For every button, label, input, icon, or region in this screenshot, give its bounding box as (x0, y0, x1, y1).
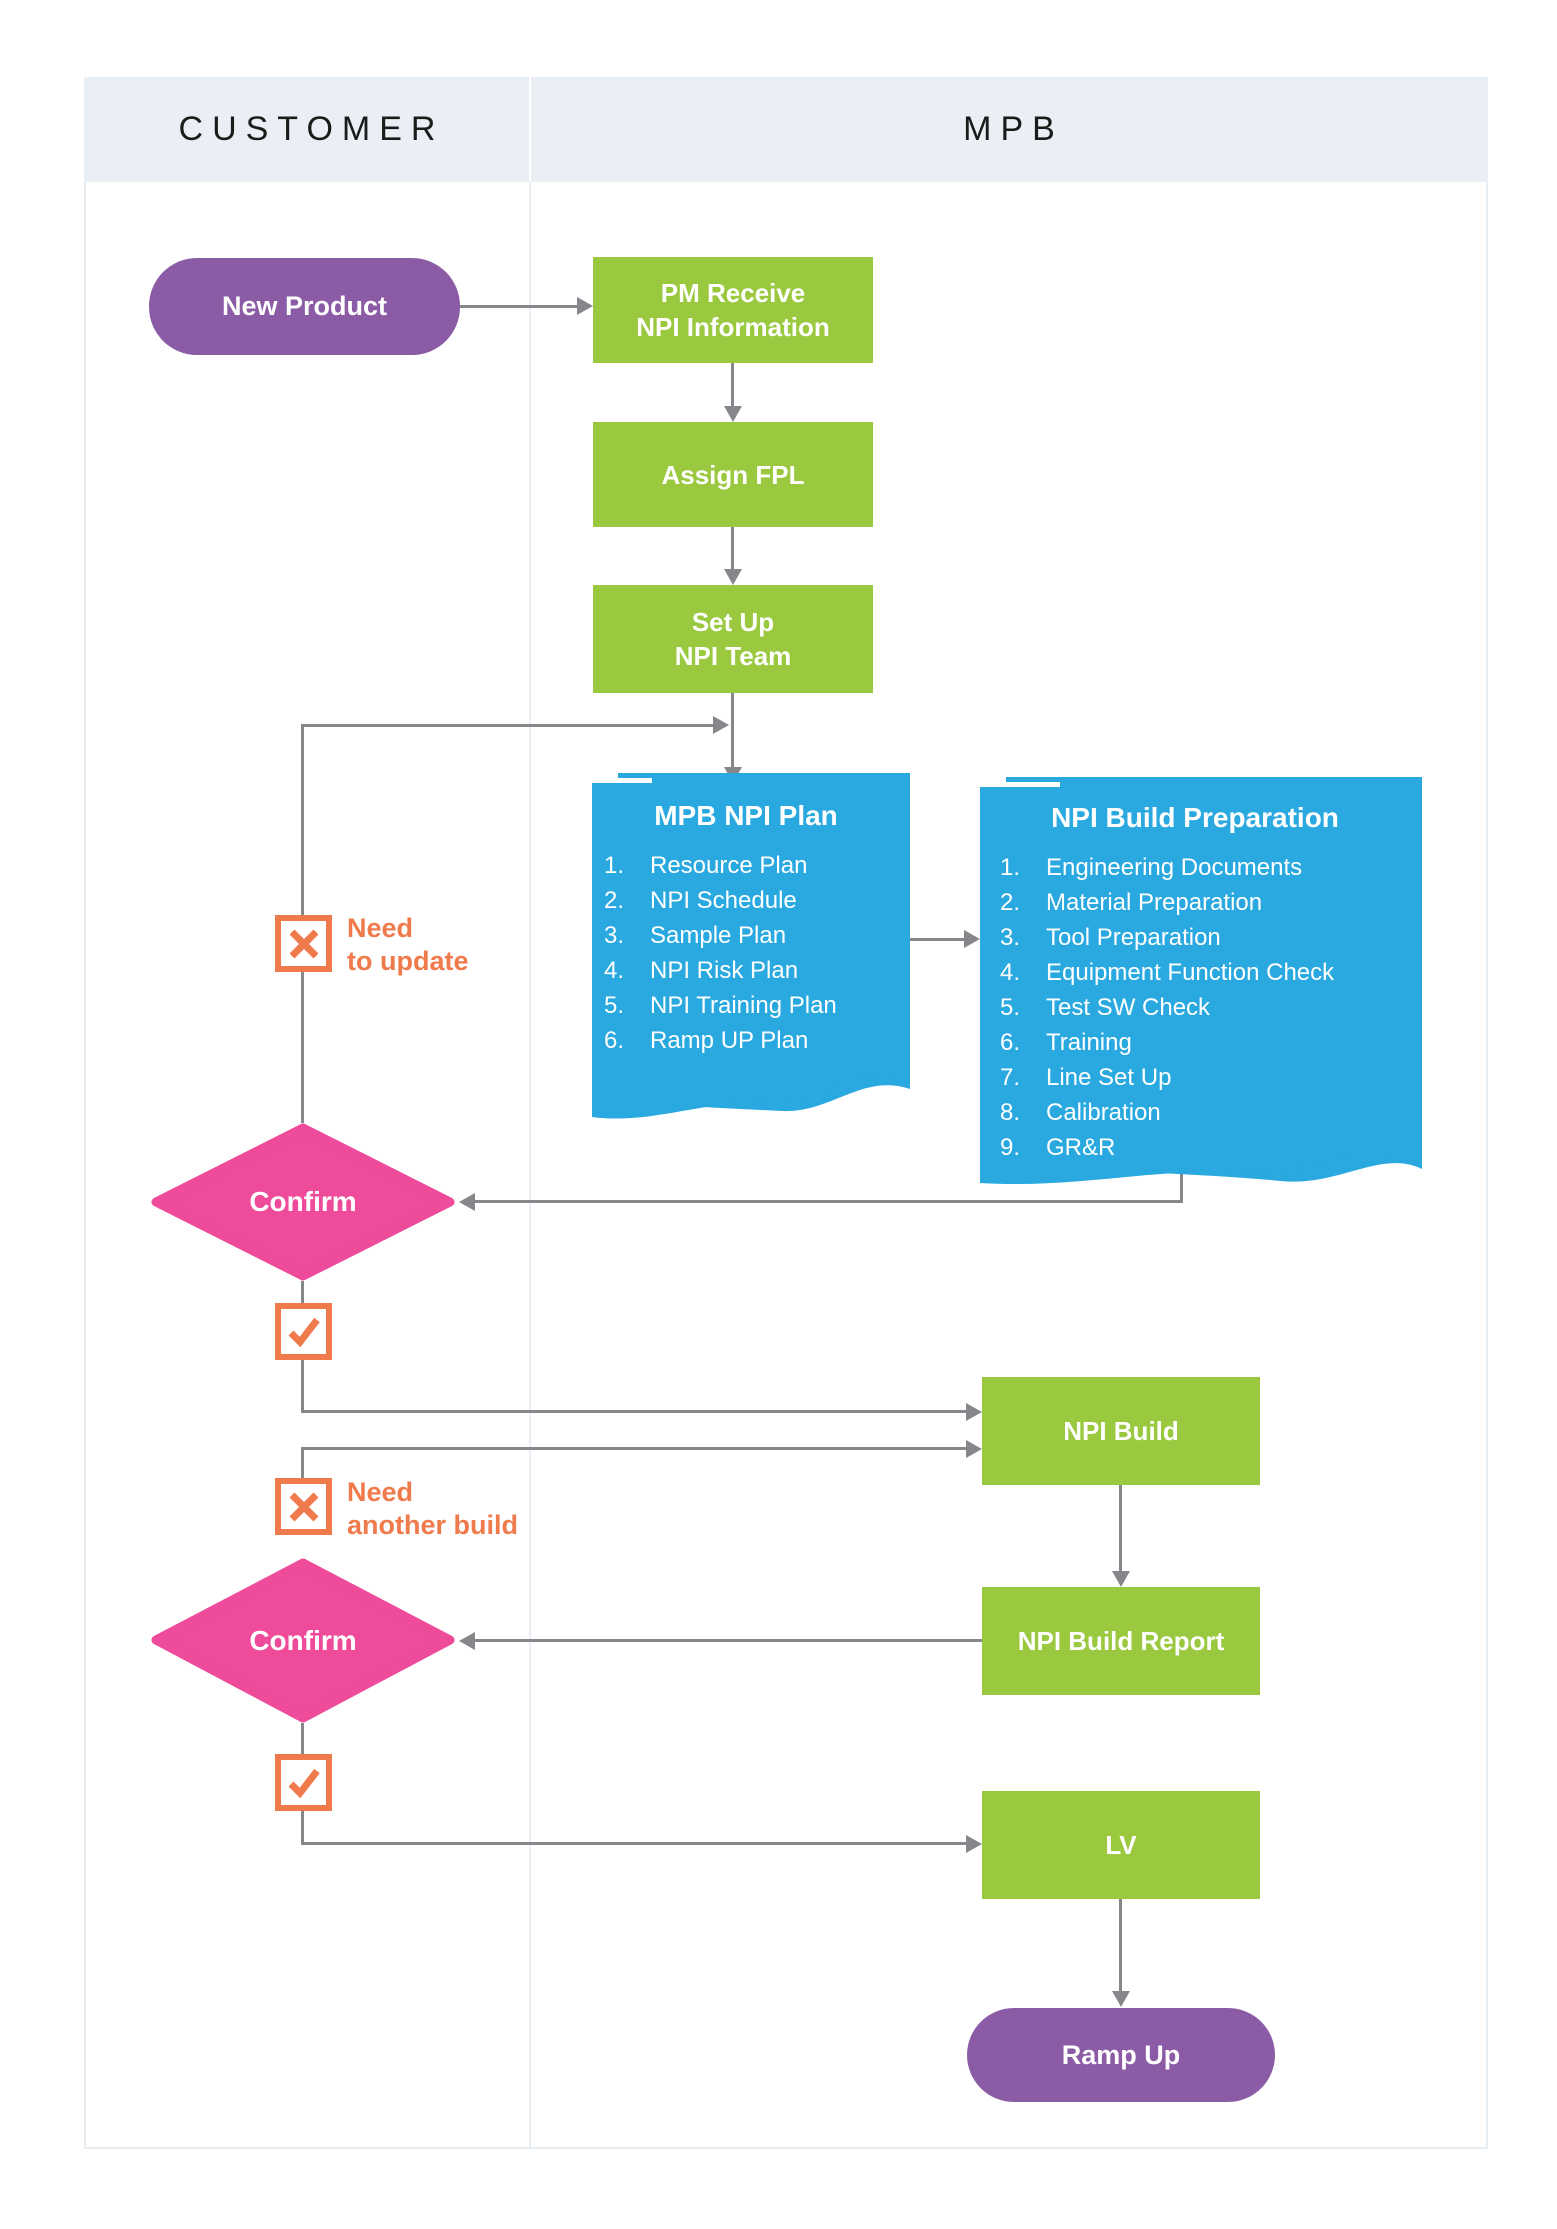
arrowhead (459, 1632, 475, 1650)
doc-list-item: NPI Schedule (644, 883, 900, 918)
node-label: New Product (221, 291, 388, 321)
connector (1180, 1150, 1183, 1203)
connector (301, 971, 304, 1123)
doc-list-item: Training (1040, 1025, 1410, 1060)
node-label: NPI Build (1063, 1416, 1179, 1446)
lane-title-customer: CUSTOMER (178, 110, 445, 148)
node-label: Ramp Up (1061, 2039, 1181, 2070)
node-label: PM Receive NPI Information (636, 278, 830, 342)
document-mpb-npi-plan: MPB NPI Plan Resource Plan NPI Schedule … (592, 800, 900, 1058)
connector (731, 527, 734, 570)
document-list: Resource Plan NPI Schedule Sample Plan N… (592, 848, 900, 1058)
doc-list-item: Tool Preparation (1040, 920, 1410, 955)
approve-flag-plan (275, 1303, 332, 1360)
connector (301, 1447, 304, 1480)
check-icon (288, 1768, 320, 1798)
arrowhead (1112, 1571, 1130, 1587)
reject-flag-need-another-build (275, 1478, 332, 1535)
start-node-new-product: New Product (149, 258, 460, 355)
process-npi-build-report: NPI Build Report (982, 1587, 1260, 1695)
connector (1119, 1899, 1122, 1992)
doc-list-item: NPI Risk Plan (644, 953, 900, 988)
check-icon (288, 1317, 320, 1347)
connector (1119, 1485, 1122, 1572)
lane-title-mpb: MPB (963, 110, 1064, 148)
process-npi-build: NPI Build (982, 1377, 1260, 1485)
process-lv: LV (982, 1791, 1260, 1899)
approve-flag-build (275, 1754, 332, 1811)
note-need-to-update: Need to update (347, 913, 469, 976)
decision-diamond-confirm-build (151, 1558, 455, 1723)
node-label: Set Up NPI Team (674, 607, 792, 671)
connector (301, 1811, 304, 1845)
connector (301, 1723, 304, 1756)
connector (301, 1410, 966, 1413)
connector (301, 1360, 304, 1413)
end-node-ramp-up: Ramp Up (967, 2008, 1275, 2102)
connector (301, 1281, 304, 1305)
process-assign-fpl: Assign FPL (593, 422, 873, 527)
arrowhead (713, 716, 729, 734)
lane-divider (529, 182, 531, 2149)
note-need-another-build: Need another build (347, 1477, 518, 1540)
doc-list-item: Ramp UP Plan (644, 1023, 900, 1058)
connector (898, 938, 964, 941)
document-npi-build-preparation: NPI Build Preparation Engineering Docume… (980, 802, 1410, 1165)
doc-list-item: Material Preparation (1040, 885, 1410, 920)
lane-header-band (84, 77, 1488, 182)
process-set-up-npi-team: Set Up NPI Team (593, 585, 873, 693)
lane-divider (529, 77, 531, 182)
x-icon (289, 1492, 318, 1521)
connector (301, 1842, 966, 1845)
x-icon (289, 929, 318, 958)
doc-list-item: NPI Training Plan (644, 988, 900, 1023)
doc-list-item: GR&R (1040, 1130, 1410, 1165)
arrowhead (1112, 1991, 1130, 2007)
reject-flag-need-to-update (275, 915, 332, 972)
doc-list-item: Resource Plan (644, 848, 900, 883)
decision-label: Confirm (249, 1186, 357, 1217)
process-pm-receive-npi-information: PM Receive NPI Information (593, 257, 873, 363)
arrowhead (966, 1440, 982, 1458)
arrowhead (724, 569, 742, 585)
arrowhead (966, 1835, 982, 1853)
connector (301, 724, 304, 915)
connector (301, 724, 713, 727)
connector (301, 1447, 966, 1450)
doc-list-item: Sample Plan (644, 918, 900, 953)
arrowhead (724, 406, 742, 422)
decision-diamond-confirm-plan (151, 1123, 455, 1281)
doc-list-item: Line Set Up (1040, 1060, 1410, 1095)
document-title: NPI Build Preparation (1051, 802, 1339, 833)
doc-list-item: Calibration (1040, 1095, 1410, 1130)
document-shape-mpb-npi-plan (592, 773, 910, 1119)
connector (475, 1200, 1183, 1203)
arrowhead (577, 297, 593, 315)
document-list: Engineering Documents Material Preparati… (980, 850, 1410, 1165)
connector (731, 693, 734, 768)
arrowhead (459, 1193, 475, 1211)
doc-list-item: Engineering Documents (1040, 850, 1410, 885)
connector (731, 363, 734, 407)
connector (475, 1639, 982, 1642)
doc-list-item: Test SW Check (1040, 990, 1410, 1025)
node-label: LV (1105, 1830, 1137, 1860)
document-title: MPB NPI Plan (654, 800, 838, 831)
arrowhead (966, 1403, 982, 1421)
node-label: Assign FPL (661, 459, 805, 490)
connector (460, 305, 577, 308)
node-label: NPI Build Report (1017, 1626, 1225, 1656)
document-shape-npi-build-preparation (980, 777, 1422, 1185)
doc-list-item: Equipment Function Check (1040, 955, 1410, 990)
decision-label: Confirm (249, 1624, 357, 1656)
arrowhead (964, 930, 980, 948)
